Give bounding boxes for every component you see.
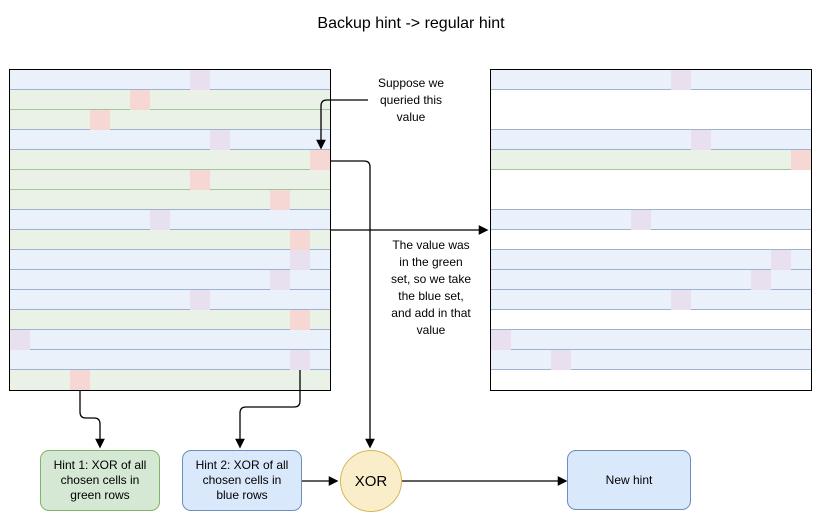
- regular-grid-row-2: [491, 90, 811, 110]
- queried-cell: [310, 150, 330, 170]
- regular-hint-grid: [490, 69, 812, 391]
- regular-grid-row-5: [491, 150, 811, 170]
- regular-grid-row-6: [491, 170, 811, 190]
- chosen-cell: [491, 330, 511, 350]
- regular-grid-row-12: [491, 290, 811, 310]
- chosen-cell: [210, 130, 230, 150]
- chosen-cell: [671, 70, 691, 90]
- chosen-cell: [190, 290, 210, 310]
- chosen-cell: [70, 370, 90, 390]
- backup-grid-row-10: [10, 250, 330, 270]
- regular-grid-row-4: [491, 130, 811, 150]
- diagram-title: Backup hint -> regular hint: [317, 15, 505, 32]
- chosen-cell: [671, 290, 691, 310]
- hint1-box: Hint 1: XOR of all chosen cells in green…: [40, 450, 160, 511]
- regular-grid-row-14: [491, 330, 811, 350]
- chosen-cell: [130, 90, 150, 110]
- regular-grid-row-7: [491, 190, 811, 210]
- chosen-cell: [10, 330, 30, 350]
- chosen-cell: [270, 270, 290, 290]
- backup-grid-row-12: [10, 290, 330, 310]
- chosen-cell: [631, 210, 651, 230]
- chosen-cell: [791, 150, 811, 170]
- chosen-cell: [751, 270, 771, 290]
- backup-grid-row-9: [10, 230, 330, 250]
- xor-node: XOR: [340, 450, 402, 512]
- backup-grid-row-6: [10, 170, 330, 190]
- chosen-cell: [190, 170, 210, 190]
- regular-grid-row-3: [491, 110, 811, 130]
- hint2-box: Hint 2: XOR of all chosen cells in blue …: [182, 450, 302, 511]
- regular-grid-row-8: [491, 210, 811, 230]
- chosen-cell: [771, 250, 791, 270]
- regular-grid-row-16: [491, 370, 811, 390]
- backup-grid-row-16: [10, 370, 330, 390]
- arrow-green-rows-to-hint1: [79, 390, 105, 449]
- chosen-cell: [270, 190, 290, 210]
- queried-value-note: Suppose we queried this value: [377, 76, 445, 124]
- backup-grid-row-15: [10, 350, 330, 370]
- explanation-note: The value was in the green set, so we ta…: [390, 238, 472, 337]
- regular-grid-row-9: [491, 230, 811, 250]
- regular-grid-row-10: [491, 250, 811, 270]
- backup-grid-row-1: [10, 70, 330, 90]
- backup-hint-grid: [9, 69, 331, 391]
- backup-grid-row-5: [10, 150, 330, 170]
- chosen-cell: [90, 110, 110, 130]
- regular-grid-row-15: [491, 350, 811, 370]
- chosen-cell: [190, 70, 210, 90]
- chosen-cell: [150, 210, 170, 230]
- chosen-cell: [691, 130, 711, 150]
- backup-grid-row-11: [10, 270, 330, 290]
- backup-grid-row-4: [10, 130, 330, 150]
- backup-grid-row-13: [10, 310, 330, 330]
- backup-grid-row-14: [10, 330, 330, 350]
- backup-grid-row-3: [10, 110, 330, 130]
- chosen-cell: [290, 250, 310, 270]
- new-hint-box: New hint: [567, 450, 691, 510]
- backup-grid-row-8: [10, 210, 330, 230]
- backup-grid-row-2: [10, 90, 330, 110]
- backup-grid-row-7: [10, 190, 330, 210]
- chosen-cell: [551, 350, 571, 370]
- regular-grid-row-13: [491, 310, 811, 330]
- regular-grid-row-1: [491, 70, 811, 90]
- chosen-cell: [290, 350, 310, 370]
- regular-grid-row-11: [491, 270, 811, 290]
- chosen-cell: [290, 230, 310, 250]
- chosen-cell: [290, 310, 310, 330]
- arrow-queried-cell-to-xor: [331, 160, 375, 449]
